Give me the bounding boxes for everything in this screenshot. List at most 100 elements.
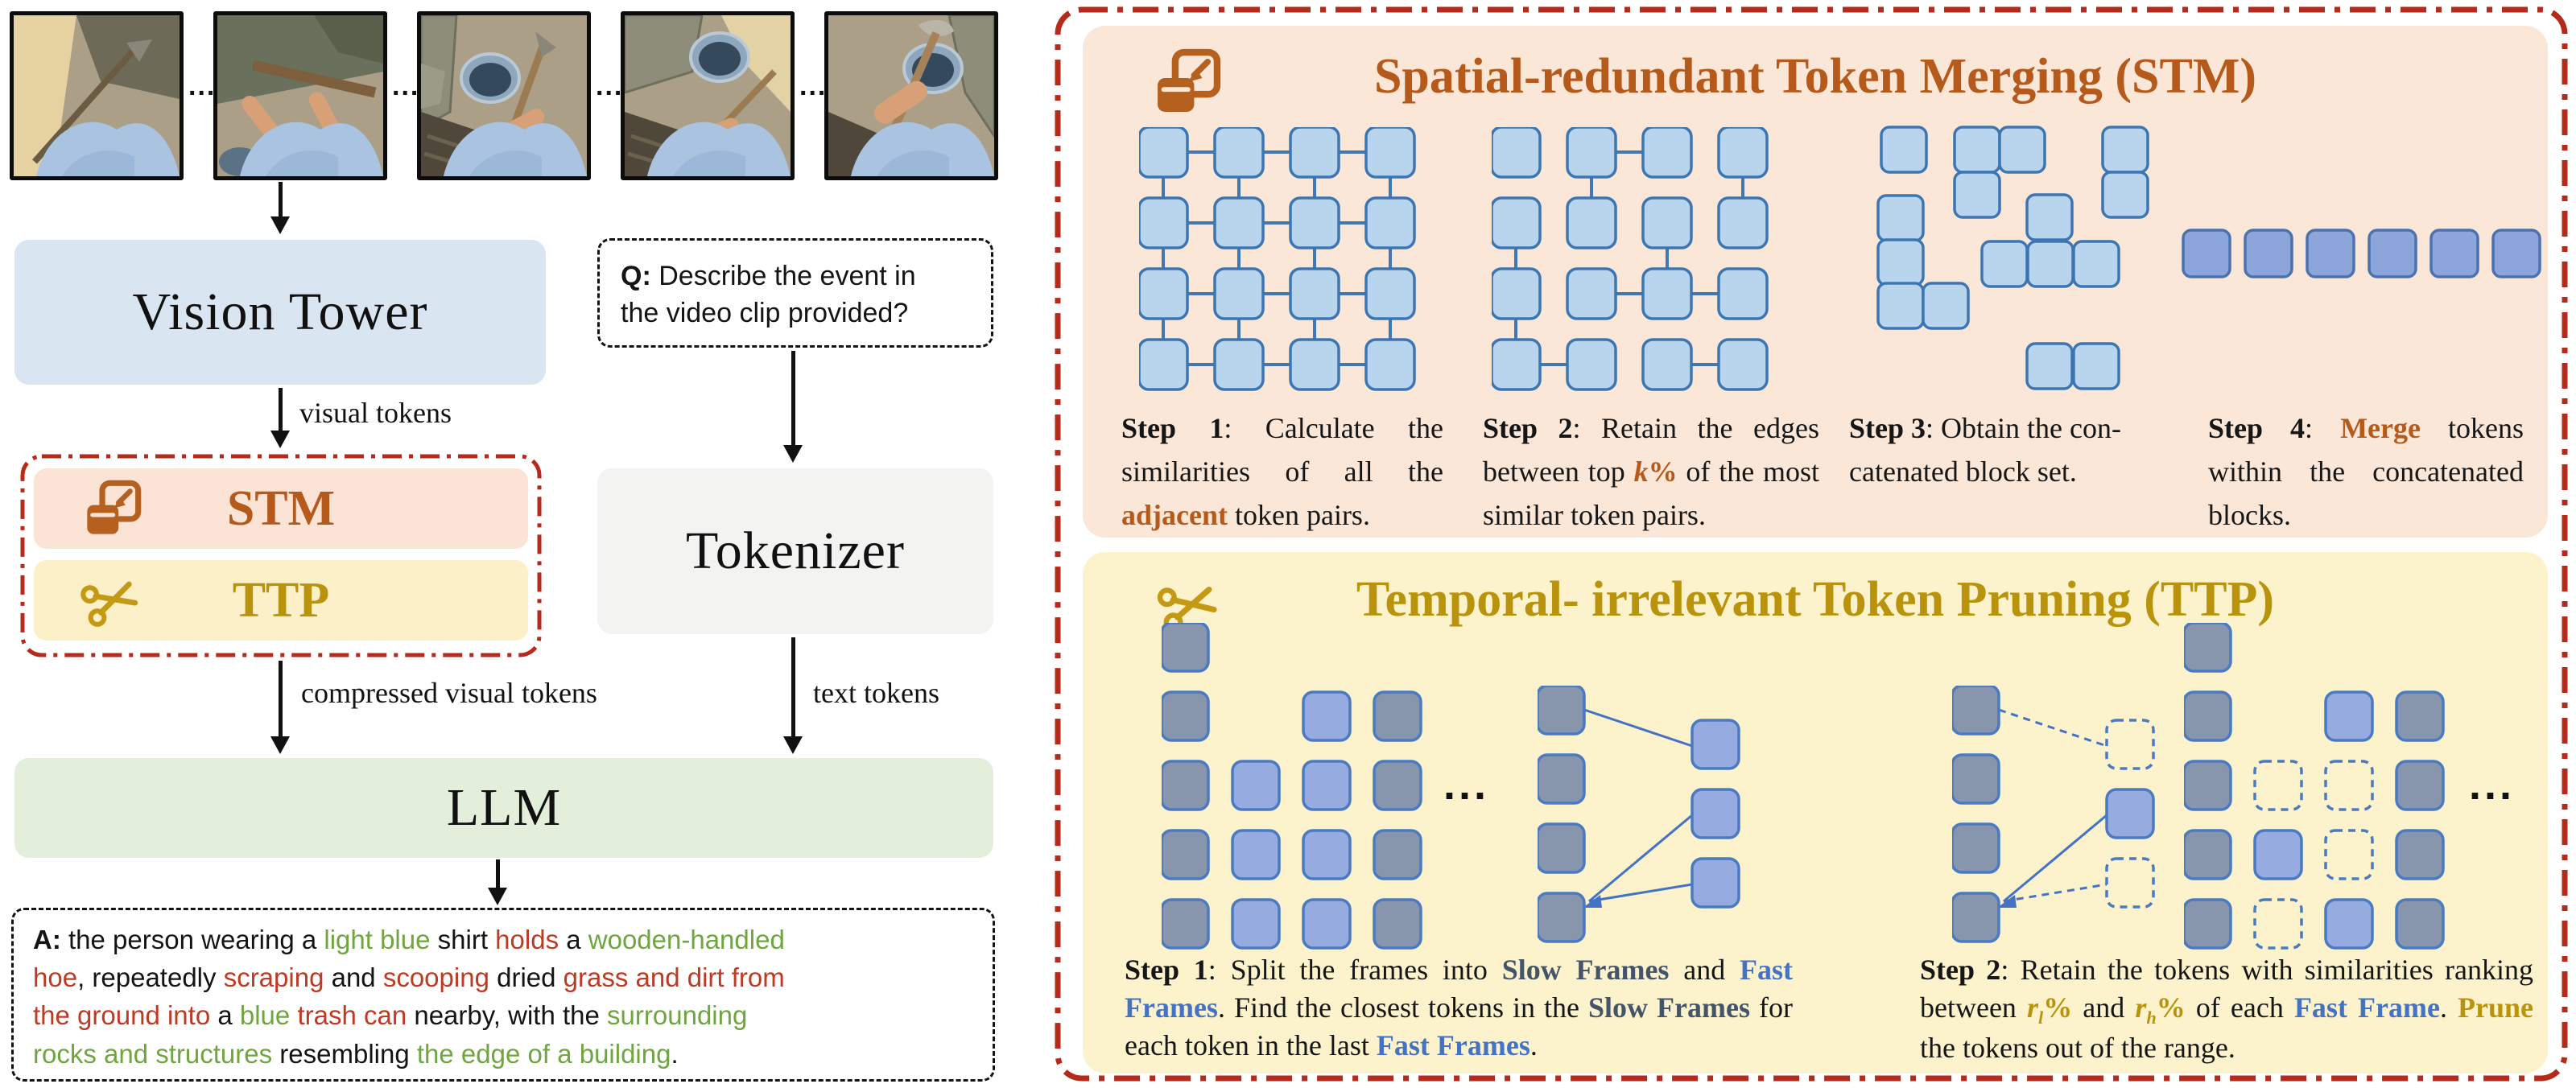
connector-line	[2003, 883, 2107, 903]
ttp-matching-diagram	[1538, 686, 1740, 943]
token	[1162, 623, 1210, 673]
token	[1213, 196, 1265, 249]
arrowhead	[1997, 895, 2017, 908]
token	[1492, 267, 1542, 320]
token	[1364, 196, 1416, 249]
token	[1876, 194, 1925, 242]
token	[2395, 829, 2445, 880]
connector-line	[1588, 883, 1693, 903]
token	[1717, 338, 1769, 391]
token	[1302, 898, 1352, 950]
token	[1952, 892, 2000, 943]
stm-step1-diagram	[1139, 127, 1416, 391]
token	[1364, 267, 1416, 320]
connector-line	[1583, 708, 1693, 748]
token	[1289, 196, 1340, 249]
token	[1302, 690, 1352, 742]
token	[1641, 267, 1693, 320]
token	[1953, 171, 2001, 219]
token	[1922, 282, 1970, 330]
token	[1231, 829, 1281, 880]
token	[1162, 829, 1210, 880]
token	[2253, 898, 2303, 950]
vision-tower-label: Vision Tower	[132, 282, 428, 341]
stm-step-4-text: Step 4: Merge tokens within the concaten…	[2208, 412, 2524, 531]
token	[1289, 127, 1340, 179]
token	[1538, 892, 1586, 943]
token	[1717, 127, 1769, 179]
token	[2105, 857, 2155, 909]
video-frame-1	[10, 11, 184, 180]
compressed-tokens-label: compressed visual tokens	[301, 677, 597, 709]
token	[1952, 686, 2000, 736]
stm-step-2-text: Step 2: Retain the edges between top k% …	[1483, 412, 1820, 531]
video-frame-2	[213, 11, 387, 180]
token	[1566, 338, 1617, 391]
connector-line	[2003, 814, 2107, 903]
token	[2184, 898, 2232, 950]
vision-tower-box: Vision Tower	[14, 240, 546, 385]
merge-shrink-icon	[1154, 48, 1221, 116]
token	[1373, 760, 1422, 811]
token	[2105, 788, 2155, 839]
token	[2184, 760, 2232, 811]
stm-step-3-text: Step 3: Obtain the con-catenated block s…	[1849, 412, 2121, 488]
token	[2429, 229, 2479, 278]
arrow-frames-to-vision-tower	[270, 182, 290, 234]
arrow-llm-to-answer	[488, 859, 507, 905]
token	[1538, 686, 1586, 736]
answer-text: A: the person wearing a light blue shirt…	[33, 925, 785, 1069]
token	[1717, 267, 1769, 320]
compression-module-container	[20, 454, 542, 657]
token	[1213, 338, 1265, 391]
token	[2324, 829, 2374, 880]
token	[2101, 171, 2149, 219]
token	[1538, 822, 1586, 874]
arrow-stm-to-llm	[270, 661, 290, 754]
token	[1876, 238, 1925, 286]
token	[2182, 229, 2231, 278]
token	[2184, 623, 2232, 673]
token	[1302, 760, 1352, 811]
stm-panel: Spatial-redundant Token Merging (STM) St…	[1083, 26, 2548, 538]
token	[1364, 338, 1416, 391]
token	[2101, 126, 2149, 174]
token	[1566, 267, 1617, 320]
tokenizer-label: Tokenizer	[686, 521, 905, 580]
token	[2072, 342, 2120, 390]
token	[1952, 822, 2000, 874]
token	[2184, 690, 2232, 742]
token	[1690, 857, 1740, 909]
token	[1213, 127, 1265, 179]
ttp-panel: Temporal- irrelevant Token Pruning (TTP)…	[1083, 552, 2548, 1074]
ttp-step-1-text: Step 1: Split the frames into Slow Frame…	[1125, 954, 1794, 1061]
token	[1717, 196, 1769, 249]
token	[1641, 127, 1693, 179]
video-frame-3	[417, 11, 591, 180]
ttp-module-box: TTP	[34, 560, 528, 641]
token	[2324, 898, 2374, 950]
scissors-icon	[72, 562, 150, 639]
token	[2184, 829, 2232, 880]
token	[1952, 753, 2000, 805]
frame-ellipsis: ...	[188, 71, 217, 101]
stm-step2-diagram	[1492, 127, 1769, 391]
ttp-ellipsis-1: ...	[1443, 760, 1490, 809]
stm-step4-diagram	[2182, 229, 2541, 278]
token	[2253, 760, 2303, 811]
merge-shrink-icon	[84, 480, 142, 538]
token	[1302, 829, 1352, 880]
video-frame-4	[621, 11, 795, 180]
token	[1492, 338, 1542, 391]
frame-ellipsis: ...	[799, 71, 828, 101]
stm-step-1-text: Step 1: Calculate the similarities of al…	[1121, 412, 1443, 531]
token	[1139, 267, 1189, 320]
stm-module-label: STM	[226, 480, 336, 536]
token	[1373, 829, 1422, 880]
token	[1641, 338, 1693, 391]
video-frame-5	[824, 11, 998, 180]
ttp-result-diagram	[2184, 623, 2445, 950]
token	[1289, 338, 1340, 391]
